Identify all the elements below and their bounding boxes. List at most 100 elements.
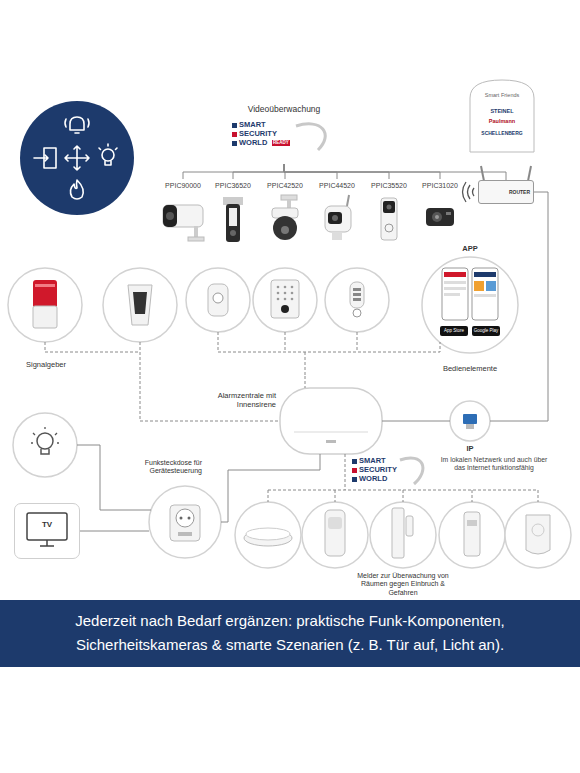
gateway-illustration	[463, 182, 467, 202]
camera-node: PPIC44520	[312, 179, 362, 245]
camera-illustration	[446, 212, 451, 215]
device-illustration	[466, 424, 474, 429]
connector-line	[345, 454, 346, 490]
connector-line	[284, 164, 506, 180]
device-illustration	[442, 268, 468, 320]
device-illustration	[27, 513, 67, 540]
device-illustration	[532, 524, 544, 536]
device-illustration	[277, 292, 280, 295]
device-illustration	[353, 293, 361, 296]
camera-node: PPIC42520	[260, 179, 310, 245]
device-illustration	[472, 268, 498, 320]
ip-circle: IPIm lokalen Netzwerk und auch über das …	[450, 401, 490, 441]
connector-line	[183, 164, 284, 179]
wiring-line	[305, 352, 306, 376]
camera-illustration	[332, 232, 342, 240]
device-illustration	[284, 292, 287, 295]
wiring-line	[45, 332, 538, 510]
device-illustration	[277, 286, 280, 289]
category-emblem	[105, 161, 111, 165]
device-illustration	[246, 528, 290, 540]
device-illustration	[444, 272, 466, 277]
camera-illustration	[229, 208, 237, 226]
caption-text: Jederzeit nach Bedarf ergänzen: praktisc…	[45, 609, 535, 657]
category-emblem	[99, 144, 117, 150]
device-illustration	[353, 309, 361, 317]
device-illustration	[284, 286, 287, 289]
model-number: PPIC31020	[415, 182, 465, 190]
device-illustration	[353, 298, 361, 301]
brand-logo-frame	[232, 123, 237, 128]
device-illustration	[27, 268, 550, 558]
device-illustration	[271, 280, 299, 318]
device-illustration	[31, 427, 59, 443]
router-box: ROUTER	[478, 180, 534, 204]
camera-illustration	[273, 216, 297, 240]
connector-line	[382, 421, 450, 422]
device-illustration	[281, 305, 289, 313]
device-illustration	[474, 294, 496, 297]
device-circle	[505, 502, 571, 568]
wiring-line	[77, 445, 151, 510]
logo-text: SMART	[359, 456, 386, 465]
logo-text: SECURITY	[359, 465, 397, 474]
device-illustration	[291, 292, 294, 295]
device-circle	[149, 486, 221, 558]
device-illustration	[294, 431, 368, 433]
device-illustration	[180, 517, 183, 520]
logo-text: Google Play	[472, 328, 500, 334]
device-illustration	[444, 287, 466, 290]
group-label: Melder zur Überwachung von Räumen gegen …	[355, 572, 451, 597]
logo-text: App Store	[440, 328, 468, 334]
alarm-hub: Alarmzentrale mit Innensirene	[280, 388, 382, 454]
group-heading: Videoüberwachung	[224, 104, 344, 114]
model-number: PPIC35520	[364, 182, 414, 190]
wiring-line	[268, 490, 538, 502]
camera-illustration	[230, 230, 236, 236]
camera-illustration	[223, 197, 243, 205]
category-emblem	[75, 132, 79, 134]
connector-line	[221, 454, 320, 522]
device-illustration	[392, 508, 404, 558]
connector-line	[305, 376, 306, 388]
device-illustration	[474, 272, 496, 277]
note-text: Im lokalen Netzwerk und auch über das In…	[436, 456, 552, 472]
device-circle	[235, 502, 301, 568]
category-emblem	[65, 146, 89, 170]
device-circle	[450, 401, 490, 441]
connector-line	[233, 164, 284, 179]
brand-name: STEINEL	[472, 108, 532, 115]
brand-logo-frame	[352, 468, 357, 473]
sensor-group: Melder zur Überwachung von Räumen gegen …	[234, 490, 574, 600]
category-emblem	[20, 101, 134, 215]
device-illustration	[328, 517, 342, 529]
category-emblem	[70, 117, 84, 130]
logo-text: READY	[272, 140, 290, 146]
camera-node: PPIC35520	[364, 179, 414, 245]
device-illustration	[178, 532, 192, 536]
device-group: APPBedienelemente	[183, 244, 525, 376]
camera-illustration	[328, 212, 342, 224]
device-illustration	[188, 517, 191, 520]
model-number: PPIC44520	[312, 182, 362, 190]
brand-logo-frame	[232, 123, 423, 484]
logo-text: WORLD	[239, 138, 267, 147]
brand-logo-frame	[232, 141, 237, 146]
gateway-illustration	[470, 80, 534, 152]
device-illustration	[284, 298, 287, 301]
device-label: TV	[27, 520, 67, 530]
device-illustration	[291, 298, 294, 301]
device-circle	[8, 257, 571, 568]
device-illustration	[33, 306, 57, 328]
group-label: Signalgeber	[6, 360, 86, 369]
device-illustration	[208, 284, 228, 316]
tv-box: TV	[14, 503, 80, 559]
device-illustration	[444, 293, 460, 296]
socket-circle: Funksteckdose für Gerätesteuerung	[149, 486, 221, 558]
device-illustration	[291, 286, 294, 289]
brand-logo-frame	[232, 132, 237, 137]
device-illustration	[526, 515, 550, 554]
model-number: PPIC36520	[208, 182, 258, 190]
device-illustration	[40, 540, 54, 546]
caption-band	[0, 600, 580, 667]
